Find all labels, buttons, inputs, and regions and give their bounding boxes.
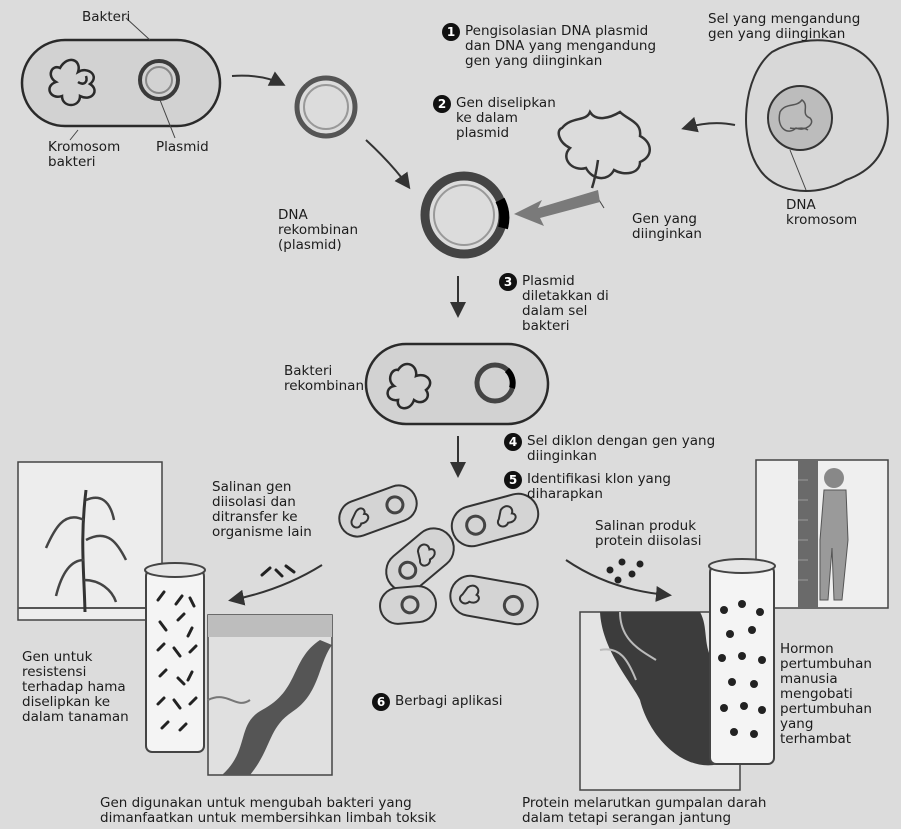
label-gen-bakteri-limbah: Gen digunakan untuk mengubah bakteri yan… — [100, 796, 436, 826]
label-sel-gen: Sel yang mengandung gen yang diinginkan — [708, 12, 860, 42]
step-number: 4 — [504, 433, 522, 451]
isolated-plasmid — [297, 78, 355, 136]
chromosomal-dna-fragment — [559, 112, 650, 188]
label-protein-darah: Protein melarutkan gumpalan darah dalam … — [522, 796, 766, 826]
label-bakteri-rekombinan: Bakteri rekombinan — [284, 364, 364, 394]
label-hormon: Hormon pertumbuhan manusia mengobati per… — [780, 642, 872, 747]
label-dna-rekombinan: DNA rekombinan (plasmid) — [278, 208, 358, 253]
step-number: 3 — [499, 273, 517, 291]
step-text: Berbagi aplikasi — [395, 694, 503, 709]
river-panel — [208, 615, 332, 775]
step-text: Gen diselipkan ke dalam plasmid — [456, 96, 556, 141]
label-kromosom-bakteri: Kromosom bakteri — [48, 140, 120, 170]
step-4: 4 Sel diklon dengan gen yang diinginkan — [504, 434, 715, 464]
label-salinan-gen: Salinan gen diisolasi dan ditransfer ke … — [212, 480, 312, 540]
gene-copies — [262, 566, 294, 576]
step-number: 5 — [504, 471, 522, 489]
label-gen-yang-diinginkan: Gen yang diinginkan — [632, 212, 702, 242]
protein-test-tube — [709, 559, 775, 764]
cloned-bacteria — [334, 480, 542, 627]
step-5: 5 Identifikasi klon yang diharapkan — [504, 472, 671, 502]
plant-panel — [18, 462, 162, 620]
label-gen-resistensi: Gen untuk resistensi terhadap hama disel… — [22, 650, 129, 725]
step-1: 1 Pengisolasian DNA plasmid dan DNA yang… — [442, 24, 656, 69]
step-3: 3 Plasmid diletakkan di dalam sel bakter… — [499, 274, 609, 334]
label-salinan-protein: Salinan produk protein diisolasi — [595, 519, 701, 549]
label-bakteri: Bakteri — [82, 10, 130, 25]
step-text: Plasmid diletakkan di dalam sel bakteri — [522, 274, 609, 334]
step-2: 2 Gen diselipkan ke dalam plasmid — [433, 96, 556, 141]
recombinant-plasmid — [425, 176, 504, 254]
donor-cell — [746, 40, 888, 191]
step-text: Pengisolasian DNA plasmid dan DNA yang m… — [465, 24, 656, 69]
step-6: 6 Berbagi aplikasi — [372, 694, 503, 711]
cell-nucleus — [768, 86, 832, 150]
label-dna-kromosom: DNA kromosom — [786, 198, 857, 228]
person-panel — [756, 460, 888, 608]
step-text: Identifikasi klon yang diharapkan — [527, 472, 671, 502]
bacteria-test-tube — [145, 563, 205, 752]
label-plasmid: Plasmid — [156, 140, 209, 155]
step-number: 6 — [372, 693, 390, 711]
recombinant-bacterium — [366, 344, 548, 424]
step-number: 1 — [442, 23, 460, 41]
step-text: Sel diklon dengan gen yang diinginkan — [527, 434, 715, 464]
protein-dots — [607, 559, 644, 584]
step-number: 2 — [433, 95, 451, 113]
bacterium-cell — [22, 40, 220, 126]
